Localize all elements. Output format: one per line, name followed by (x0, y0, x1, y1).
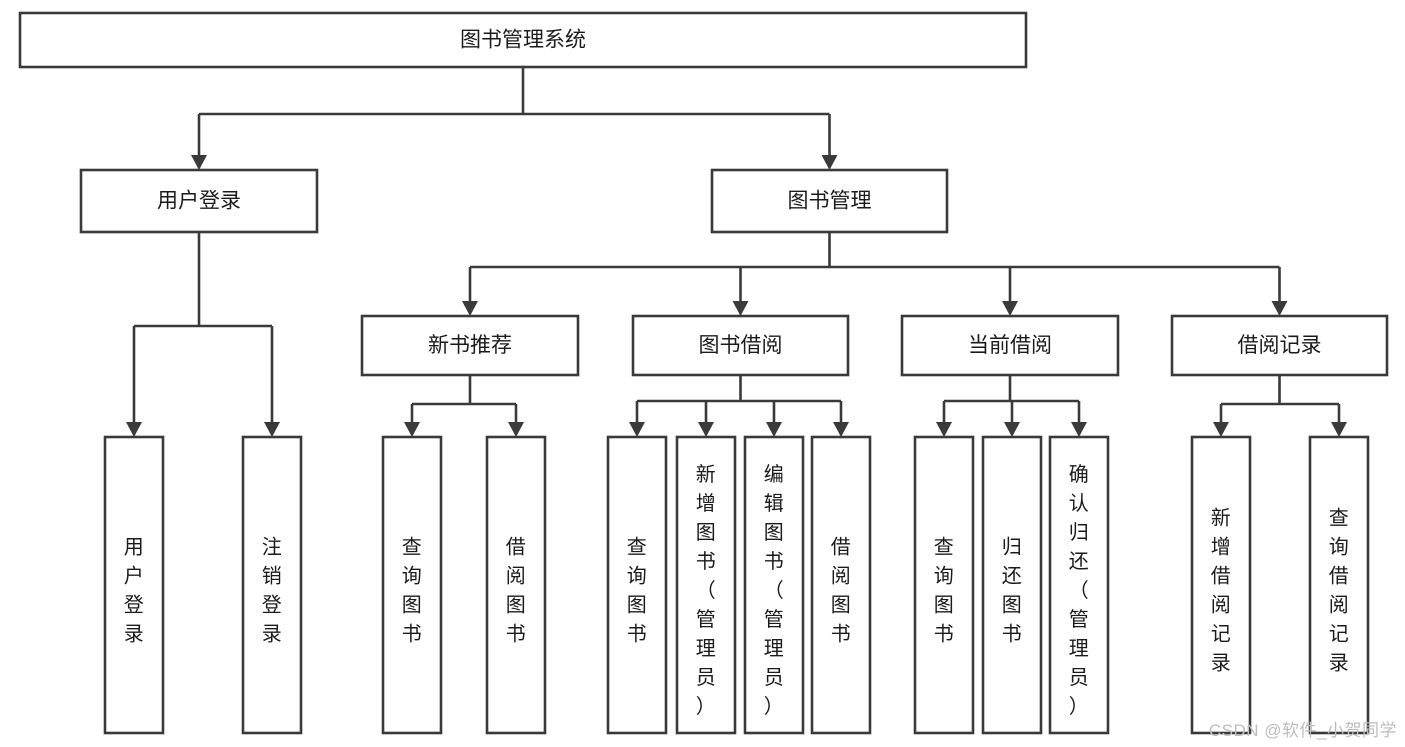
node-label: 用户登录 (124, 537, 145, 646)
arrow-head-icon (732, 301, 749, 316)
node-leaf-borrow-book-2[interactable]: 借阅图书 (810, 435, 872, 735)
node-label: 新书推荐 (428, 334, 512, 357)
node-label: 新增图书（管理员） (696, 463, 717, 718)
node-label: 查询图书 (934, 536, 955, 646)
node-label: 当前借阅 (968, 334, 1052, 357)
node-label: 借阅图书 (831, 536, 852, 646)
arrow-head-icon (191, 155, 207, 170)
node-leaf-query-book-1[interactable]: 查询图书 (381, 435, 443, 735)
node-box (631, 314, 850, 377)
node-box (241, 435, 303, 735)
node-box (810, 435, 872, 735)
node-leaf-user-login[interactable]: 用户登录 (103, 435, 165, 735)
node-l3-new-book-rec[interactable]: 新书推荐 (360, 314, 580, 377)
node-l3-borrow-record[interactable]: 借阅记录 (1170, 314, 1389, 377)
node-leaf-return-book[interactable]: 归还图书 (981, 435, 1043, 735)
node-leaf-logout[interactable]: 注销登录 (241, 435, 303, 735)
node-label: 用户登录 (157, 190, 241, 213)
node-box (1308, 435, 1370, 735)
node-box (743, 435, 805, 735)
node-box (381, 435, 443, 735)
node-label: 图书管理 (788, 190, 872, 213)
node-root[interactable]: 图书管理系统 (18, 11, 1028, 69)
node-box (103, 435, 165, 735)
arrow-head-icon (264, 422, 280, 437)
node-box (981, 435, 1043, 735)
node-box (1170, 314, 1389, 377)
node-leaf-query-book-3[interactable]: 查询图书 (913, 435, 975, 735)
node-label: 编辑图书（管理员） (764, 463, 785, 718)
arrow-head-icon (1271, 301, 1288, 316)
node-leaf-edit-book[interactable]: 编辑图书（管理员） (743, 435, 805, 735)
arrow-head-icon (766, 422, 782, 437)
node-box (485, 435, 547, 735)
node-l3-current-borrow[interactable]: 当前借阅 (900, 314, 1120, 377)
node-leaf-add-record[interactable]: 新增借阅记录 (1190, 435, 1252, 735)
node-box (606, 435, 668, 735)
node-label: 确认归还（管理员） (1069, 463, 1090, 718)
node-leaf-query-record[interactable]: 查询借阅记录 (1308, 435, 1370, 735)
node-box (913, 435, 975, 735)
node-box (1048, 435, 1110, 735)
arrow-head-icon (629, 422, 645, 437)
arrow-head-icon (1071, 422, 1087, 437)
node-l2-book-mgmt[interactable]: 图书管理 (710, 168, 949, 234)
nodes-layer: 图书管理系统用户登录图书管理新书推荐图书借阅当前借阅借阅记录用户登录注销登录查询… (18, 11, 1389, 735)
node-leaf-confirm-return[interactable]: 确认归还（管理员） (1048, 435, 1110, 735)
arrow-head-icon (936, 422, 952, 437)
node-label: 图书借阅 (699, 334, 783, 357)
node-l3-book-borrow[interactable]: 图书借阅 (631, 314, 850, 377)
node-leaf-borrow-book-1[interactable]: 借阅图书 (485, 435, 547, 735)
arrow-head-icon (698, 422, 714, 437)
arrow-head-icon (833, 422, 849, 437)
arrow-head-icon (1002, 301, 1018, 316)
arrow-head-icon (462, 301, 478, 316)
node-box (900, 314, 1120, 377)
arrow-head-icon (1004, 422, 1020, 437)
node-leaf-add-book[interactable]: 新增图书（管理员） (675, 435, 737, 735)
node-leaf-query-book-2[interactable]: 查询图书 (606, 435, 668, 735)
node-label: 归还图书 (1002, 536, 1023, 646)
node-label: 借阅图书 (506, 536, 527, 646)
node-box (18, 11, 1028, 69)
node-box (675, 435, 737, 735)
node-box (360, 314, 580, 377)
node-label: 借阅记录 (1238, 334, 1322, 357)
arrow-head-icon (1331, 422, 1347, 437)
arrow-head-icon (508, 422, 524, 437)
node-label: 图书管理系统 (460, 29, 586, 52)
arrow-head-icon (821, 155, 838, 170)
node-label: 注销登录 (262, 536, 283, 646)
arrow-head-icon (126, 422, 142, 437)
edges-layer (126, 67, 1347, 437)
arrow-head-icon (404, 422, 420, 437)
node-label: 查询图书 (402, 536, 423, 646)
node-label: 查询图书 (627, 536, 648, 646)
node-box (79, 168, 319, 234)
node-box (710, 168, 949, 234)
arrow-head-icon (1213, 422, 1229, 437)
node-l2-user-login[interactable]: 用户登录 (79, 168, 319, 234)
node-label: 查询借阅记录 (1329, 507, 1350, 675)
node-label: 新增借阅记录 (1211, 507, 1232, 675)
node-box (1190, 435, 1252, 735)
